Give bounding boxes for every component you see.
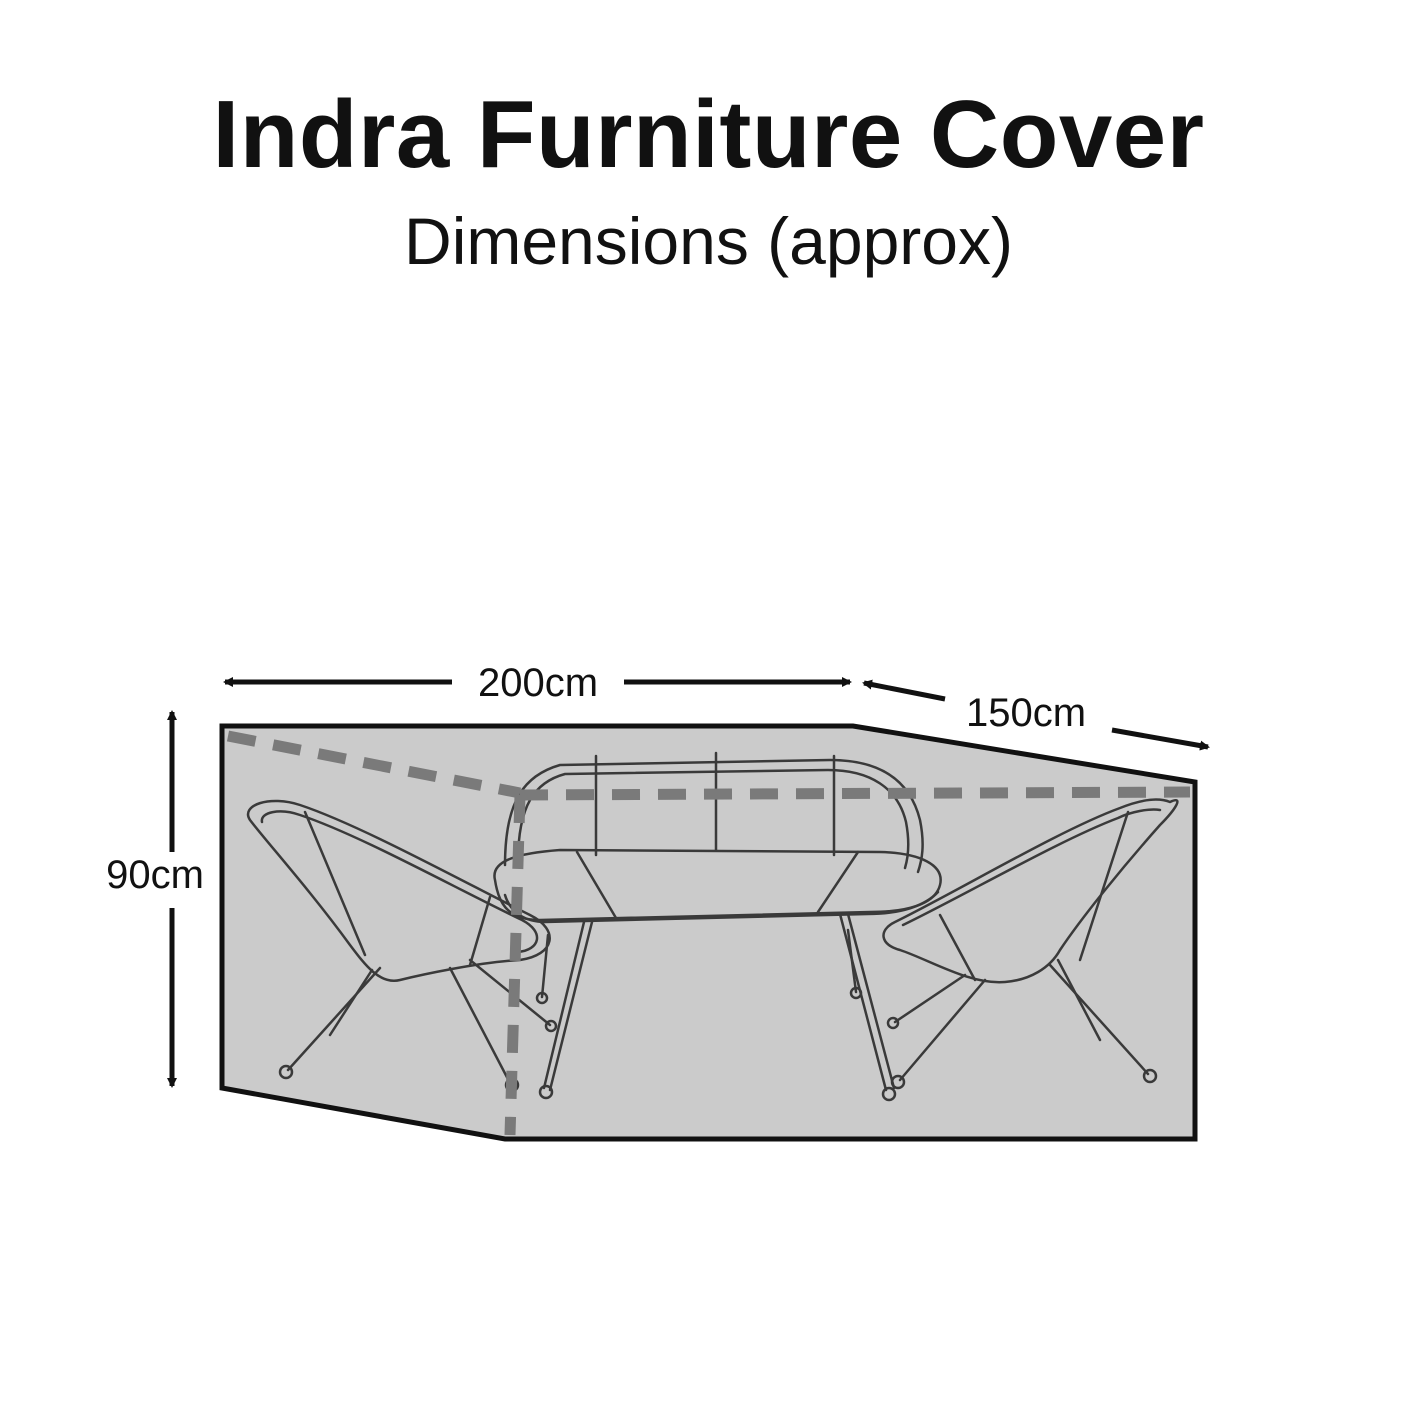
page-title: Indra Furniture Cover bbox=[212, 81, 1205, 188]
height-dimension: 90cm bbox=[106, 710, 204, 1088]
cover-body bbox=[219, 723, 1198, 1142]
depth-arrow-right bbox=[1111, 727, 1210, 751]
height-label: 90cm bbox=[106, 853, 204, 897]
chair-right-outline bbox=[882, 798, 1179, 1090]
hidden-edges bbox=[226, 730, 1191, 1136]
depth-arrow-left bbox=[862, 679, 946, 702]
table-outline bbox=[493, 848, 942, 1102]
depth-label: 150cm bbox=[966, 691, 1086, 735]
page-subtitle: Dimensions (approx) bbox=[404, 204, 1013, 278]
depth-dimension: 150cm bbox=[862, 679, 1210, 751]
width-label: 200cm bbox=[478, 661, 598, 705]
width-dimension: 200cm bbox=[223, 661, 852, 705]
furniture-illustration bbox=[246, 751, 1179, 1102]
